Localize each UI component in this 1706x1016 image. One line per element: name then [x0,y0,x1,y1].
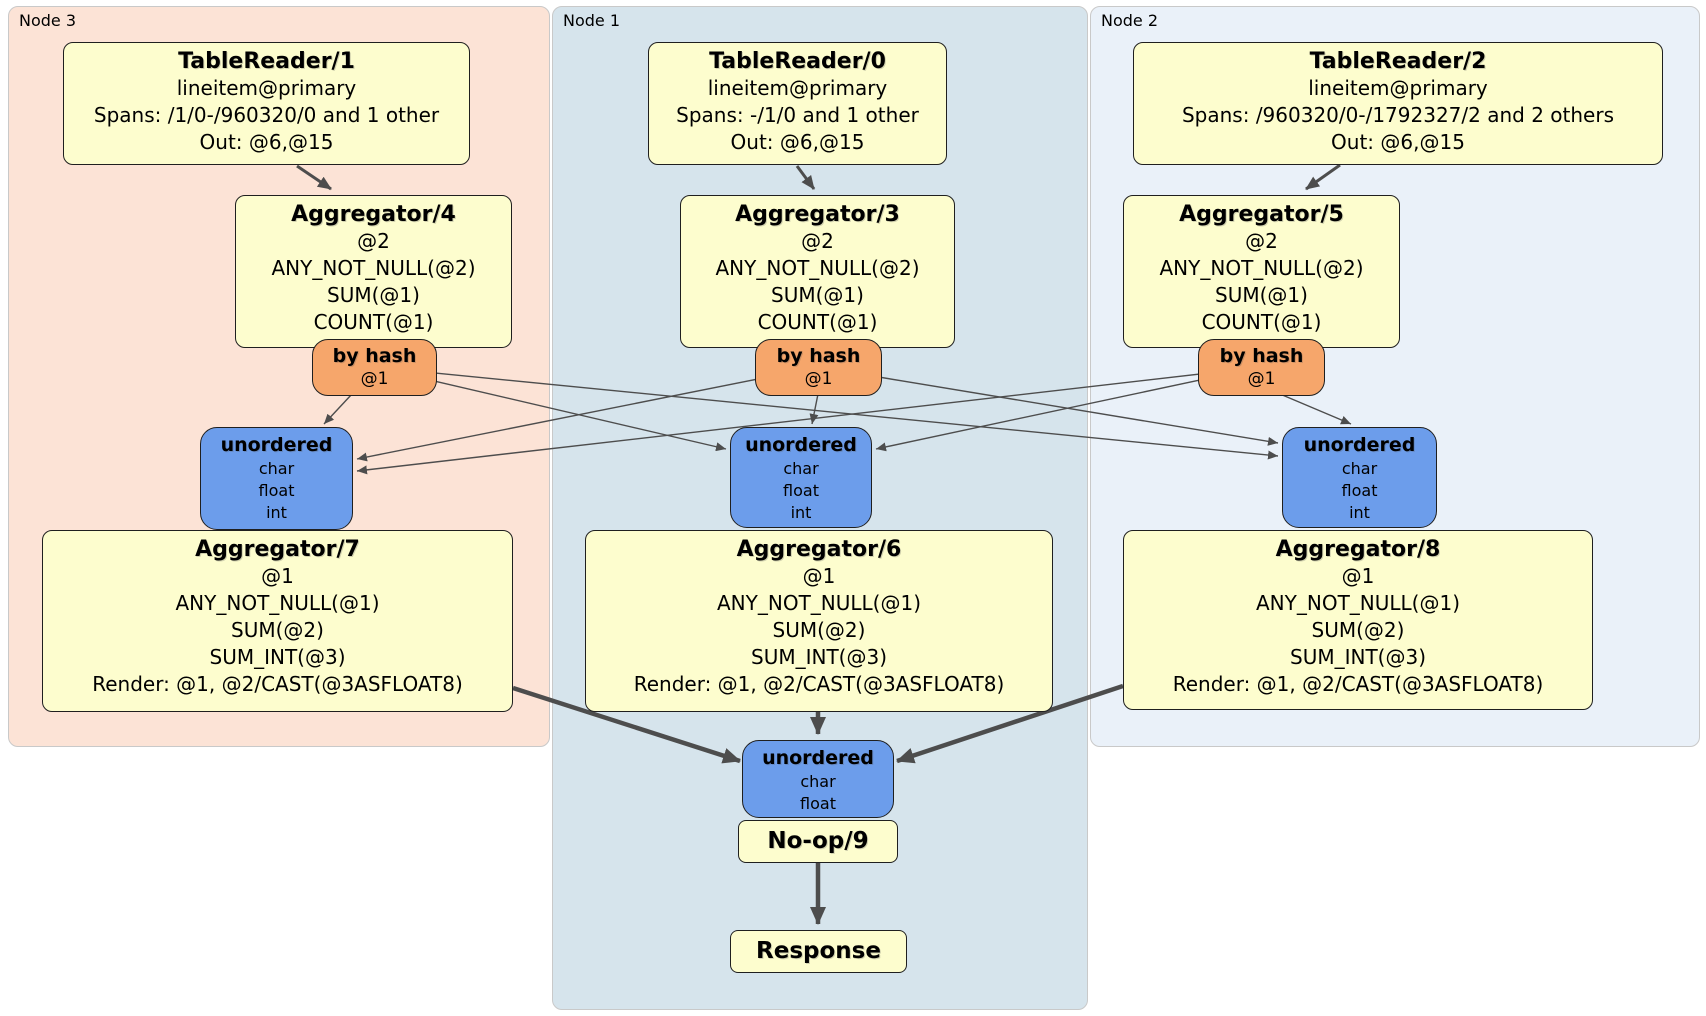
processor-detail: COUNT(@1) [313,310,434,334]
sync-unordered-node3: unordered char float int [200,427,353,530]
processor-aggregator-6: Aggregator/6 @1 ANY_NOT_NULL(@1) SUM(@2)… [585,530,1053,712]
sync-column: float [800,794,836,813]
processor-title: Aggregator/6 [736,537,902,562]
processor-detail: @2 [801,229,834,253]
processor-detail: Out: @6,@15 [1331,130,1465,154]
router-detail: @1 [1247,369,1276,389]
sync-column: float [258,481,295,500]
sync-column: float [783,481,819,500]
processor-detail: lineitem@primary [176,76,357,100]
processor-detail: SUM(@2) [1311,618,1405,642]
processor-detail: SUM_INT(@3) [209,645,346,669]
processor-aggregator-5: Aggregator/5 @2 ANY_NOT_NULL(@2) SUM(@1)… [1123,195,1400,348]
sync-column: char [1341,459,1378,478]
router-by-hash-node1: by hash @1 [755,339,882,396]
processor-tablereader-2: TableReader/2 lineitem@primary Spans: /9… [1133,42,1663,165]
router-title: by hash [332,345,417,367]
sync-unordered-node1: unordered char float int [730,427,872,528]
processor-title: TableReader/2 [1309,49,1487,74]
region-label-node-2: Node 2 [1101,11,1159,30]
router-by-hash-node2: by hash @1 [1198,339,1325,396]
processor-title: Aggregator/7 [195,537,360,562]
processor-detail: SUM(@1) [771,283,864,307]
processor-detail: lineitem@primary [707,76,888,100]
sync-column: char [800,772,836,791]
processor-detail: ANY_NOT_NULL(@1) [1256,591,1460,615]
processor-detail: COUNT(@1) [757,310,878,334]
sync-title: unordered [762,747,874,769]
processor-title: No-op/9 [767,828,869,854]
processor-detail: @1 [1341,564,1375,588]
sync-column: int [266,503,287,522]
processor-detail: @2 [357,229,390,253]
response-title: Response [756,938,881,964]
processor-detail: SUM_INT(@3) [1290,645,1426,669]
sync-column: char [258,459,295,478]
sync-title: unordered [220,434,333,456]
router-title: by hash [1219,345,1304,367]
processor-detail: SUM(@2) [231,618,324,642]
processor-title: TableReader/1 [178,49,355,74]
processor-detail: SUM(@2) [772,618,866,642]
processor-detail: SUM(@1) [1215,283,1308,307]
processor-detail: Render: @1, @2/CAST(@3ASFLOAT8) [92,672,463,696]
processor-aggregator-7: Aggregator/7 @1 ANY_NOT_NULL(@1) SUM(@2)… [42,530,513,712]
processor-title: Aggregator/4 [291,202,456,227]
processor-noop-9: No-op/9 [738,820,898,863]
processor-detail: SUM(@1) [327,283,420,307]
sync-title: unordered [1303,434,1416,456]
processor-aggregator-3: Aggregator/3 @2 ANY_NOT_NULL(@2) SUM(@1)… [680,195,955,348]
processor-aggregator-8: Aggregator/8 @1 ANY_NOT_NULL(@1) SUM(@2)… [1123,530,1593,710]
sync-unordered-node2: unordered char float int [1282,427,1437,528]
processor-detail: ANY_NOT_NULL(@1) [717,591,921,615]
processor-detail: COUNT(@1) [1201,310,1322,334]
sync-column: char [783,459,819,478]
region-label-node-3: Node 3 [19,11,77,30]
processor-detail: ANY_NOT_NULL(@2) [271,256,476,280]
processor-detail: Render: @1, @2/CAST(@3ASFLOAT8) [633,672,1005,696]
processor-title: Aggregator/3 [735,202,900,227]
processor-aggregator-4: Aggregator/4 @2 ANY_NOT_NULL(@2) SUM(@1)… [235,195,512,348]
processor-detail: ANY_NOT_NULL(@2) [715,256,920,280]
sync-column: int [790,503,812,522]
processor-detail: @1 [802,564,836,588]
sync-title: unordered [745,434,857,456]
processor-detail: Render: @1, @2/CAST(@3ASFLOAT8) [1172,672,1544,696]
processor-detail: SUM_INT(@3) [751,645,887,669]
processor-title: Aggregator/8 [1275,537,1441,562]
processor-detail: @2 [1245,229,1278,253]
router-detail: @1 [360,369,389,389]
sync-column: int [1349,503,1370,522]
processor-detail: Out: @6,@15 [199,130,334,154]
processor-detail: Out: @6,@15 [730,130,865,154]
region-label-node-1: Node 1 [563,11,621,30]
processor-tablereader-1: TableReader/1 lineitem@primary Spans: /1… [63,42,470,165]
processor-detail: @1 [261,564,294,588]
processor-detail: lineitem@primary [1308,76,1488,100]
processor-detail: Spans: /960320/0-/1792327/2 and 2 others [1181,103,1614,127]
processor-detail: Spans: -/1/0 and 1 other [676,103,919,127]
processor-title: TableReader/0 [709,49,886,74]
sync-unordered-final: unordered char float [742,740,894,818]
processor-tablereader-0: TableReader/0 lineitem@primary Spans: -/… [648,42,947,165]
processor-title: Aggregator/5 [1179,202,1344,227]
processor-detail: ANY_NOT_NULL(@2) [1159,256,1364,280]
processor-detail: ANY_NOT_NULL(@1) [175,591,380,615]
router-by-hash-node3: by hash @1 [312,339,437,396]
response-node: Response [730,930,907,973]
router-title: by hash [776,345,861,367]
router-detail: @1 [804,369,833,389]
processor-detail: Spans: /1/0-/960320/0 and 1 other [93,103,440,127]
sync-column: float [1341,481,1378,500]
